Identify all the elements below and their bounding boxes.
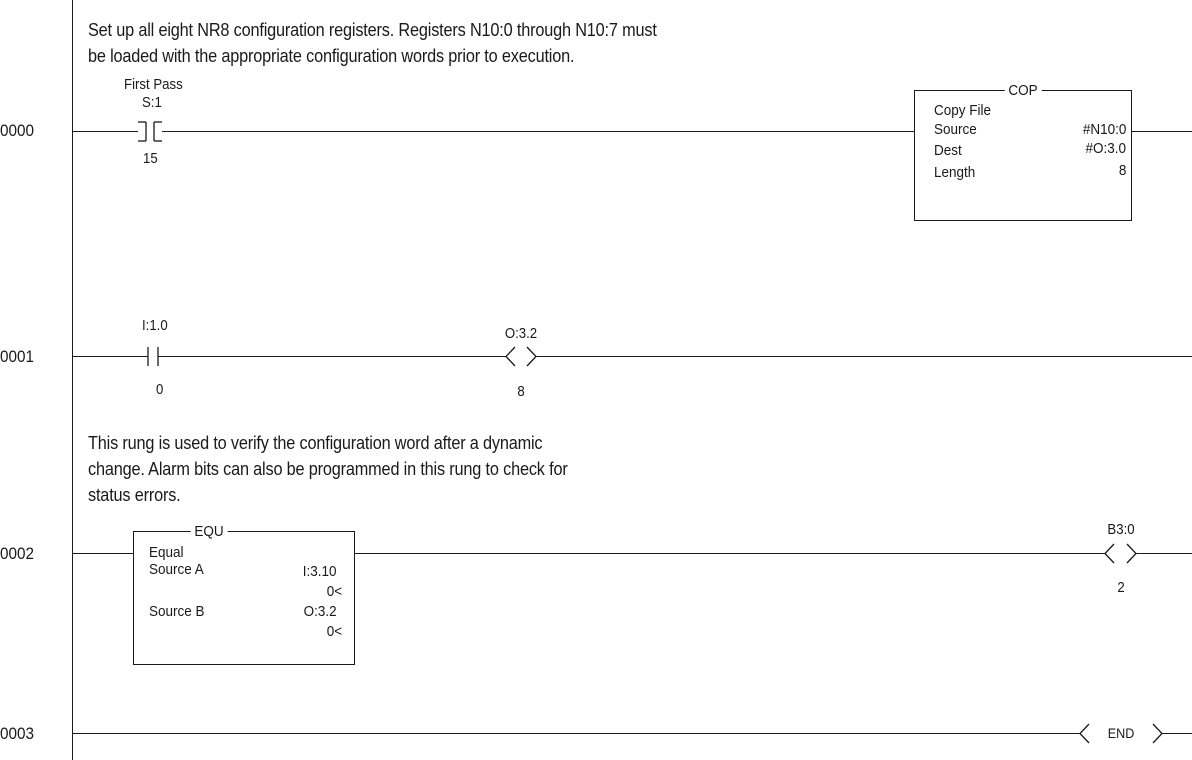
cop-source-label: Source <box>934 121 977 138</box>
rung-number-0002[interactable]: 0002 <box>0 544 35 563</box>
rung-number-0001[interactable]: 0001 <box>0 347 35 366</box>
coil-b3-0 <box>1104 543 1137 564</box>
cop-title: COP <box>1004 82 1042 99</box>
rung-number-0003[interactable]: 0003 <box>0 724 35 743</box>
coil-o3-2-address: O:3.2 <box>504 325 538 342</box>
rung-0002-comment-line-3: status errors. <box>88 484 181 505</box>
contact-i1-0-bit: 0 <box>156 381 164 398</box>
cop-dest-value: #O:3.0 <box>1085 140 1126 157</box>
first-pass-address: S:1 <box>142 94 162 111</box>
equ-title: EQU <box>190 523 228 540</box>
xic-contact-first-pass <box>138 121 162 142</box>
cop-dest-label: Dest <box>934 142 962 159</box>
rung-0000-comment-line-2: be loaded with the appropriate configura… <box>88 45 575 66</box>
end-label: END <box>1107 725 1135 741</box>
xic-contact-i1-0 <box>147 347 159 366</box>
cop-name: Copy File <box>934 102 992 119</box>
first-pass-bit: 15 <box>143 150 158 167</box>
cop-length-label: Length <box>934 164 976 181</box>
equ-instruction-box <box>133 531 355 665</box>
equ-source-a-label: Source A <box>149 561 204 578</box>
coil-b3-0-bit: 2 <box>1117 579 1125 596</box>
coil-o3-2-bit: 8 <box>517 383 525 400</box>
contact-i1-0-address: I:1.0 <box>142 317 168 334</box>
coil-o3-2 <box>505 346 537 367</box>
rung-0002-comment-line-1: This rung is used to verify the configur… <box>88 432 543 453</box>
equ-source-b-sub: 0< <box>326 623 342 640</box>
cop-length-value: 8 <box>1118 162 1126 179</box>
equ-source-a-sub: 0< <box>326 583 342 600</box>
cop-source-value: #N10:0 <box>1082 121 1126 138</box>
equ-name: Equal <box>149 544 184 561</box>
coil-b3-0-address: B3:0 <box>1107 521 1135 538</box>
equ-source-a-value: I:3.10 <box>303 563 337 580</box>
end-instruction <box>1079 723 1163 744</box>
first-pass-label: First Pass <box>124 76 183 93</box>
rung-number-0000[interactable]: 0000 <box>0 121 35 140</box>
rung-0002-comment-line-2: change. Alarm bits can also be programme… <box>88 458 568 479</box>
rung-0000-comment-line-1: Set up all eight NR8 configuration regis… <box>88 19 657 40</box>
equ-source-b-label: Source B <box>149 603 205 620</box>
equ-source-b-value: O:3.2 <box>303 603 337 620</box>
